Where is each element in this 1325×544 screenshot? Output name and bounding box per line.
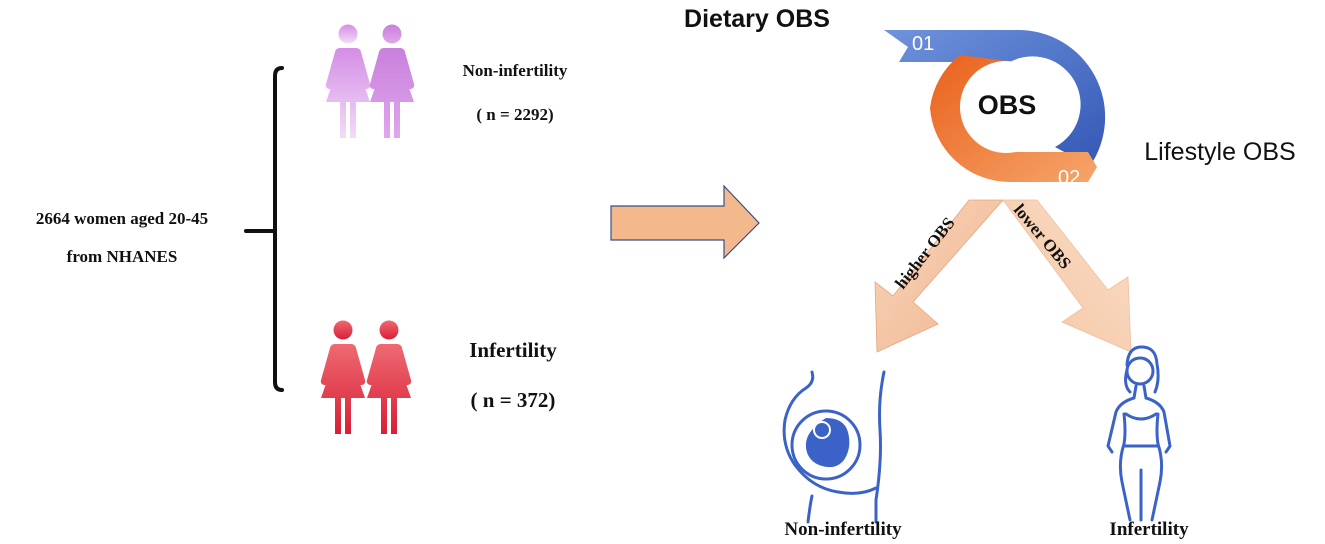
lifestyle-obs-label: Lifestyle OBS [1144, 138, 1295, 166]
cohort-line2: from NHANES [67, 247, 178, 266]
cohort-line1: 2664 women aged 20-45 [36, 209, 208, 228]
badge-02: 02 [1058, 167, 1080, 189]
group-infertility-n: ( n = 372) [471, 388, 556, 412]
cohort-block: 2664 women aged 20-45 from NHANES [36, 209, 208, 266]
outcome-non-infertility: Non-infertility [784, 519, 902, 540]
purple-women-icon [325, 24, 415, 138]
red-women-icon [320, 320, 412, 434]
obs-center-label: OBS [978, 90, 1037, 120]
right-arrow [610, 184, 760, 260]
bracket [244, 66, 284, 392]
woman-outline-icon [1106, 345, 1172, 522]
split-arrows [874, 199, 1132, 353]
dietary-obs-label: Dietary OBS [684, 5, 830, 33]
fetus-icon [805, 418, 850, 468]
group-non-infertility-n: ( n = 2292) [476, 105, 553, 124]
pregnant-icon [782, 370, 886, 524]
obs-loop: OBS 01 02 [884, 29, 1106, 189]
badge-01: 01 [912, 33, 934, 55]
group-non-infertility-label: Non-infertility [463, 61, 568, 80]
outcome-infertility: Infertility [1109, 519, 1189, 540]
group-infertility-label: Infertility [469, 338, 557, 362]
